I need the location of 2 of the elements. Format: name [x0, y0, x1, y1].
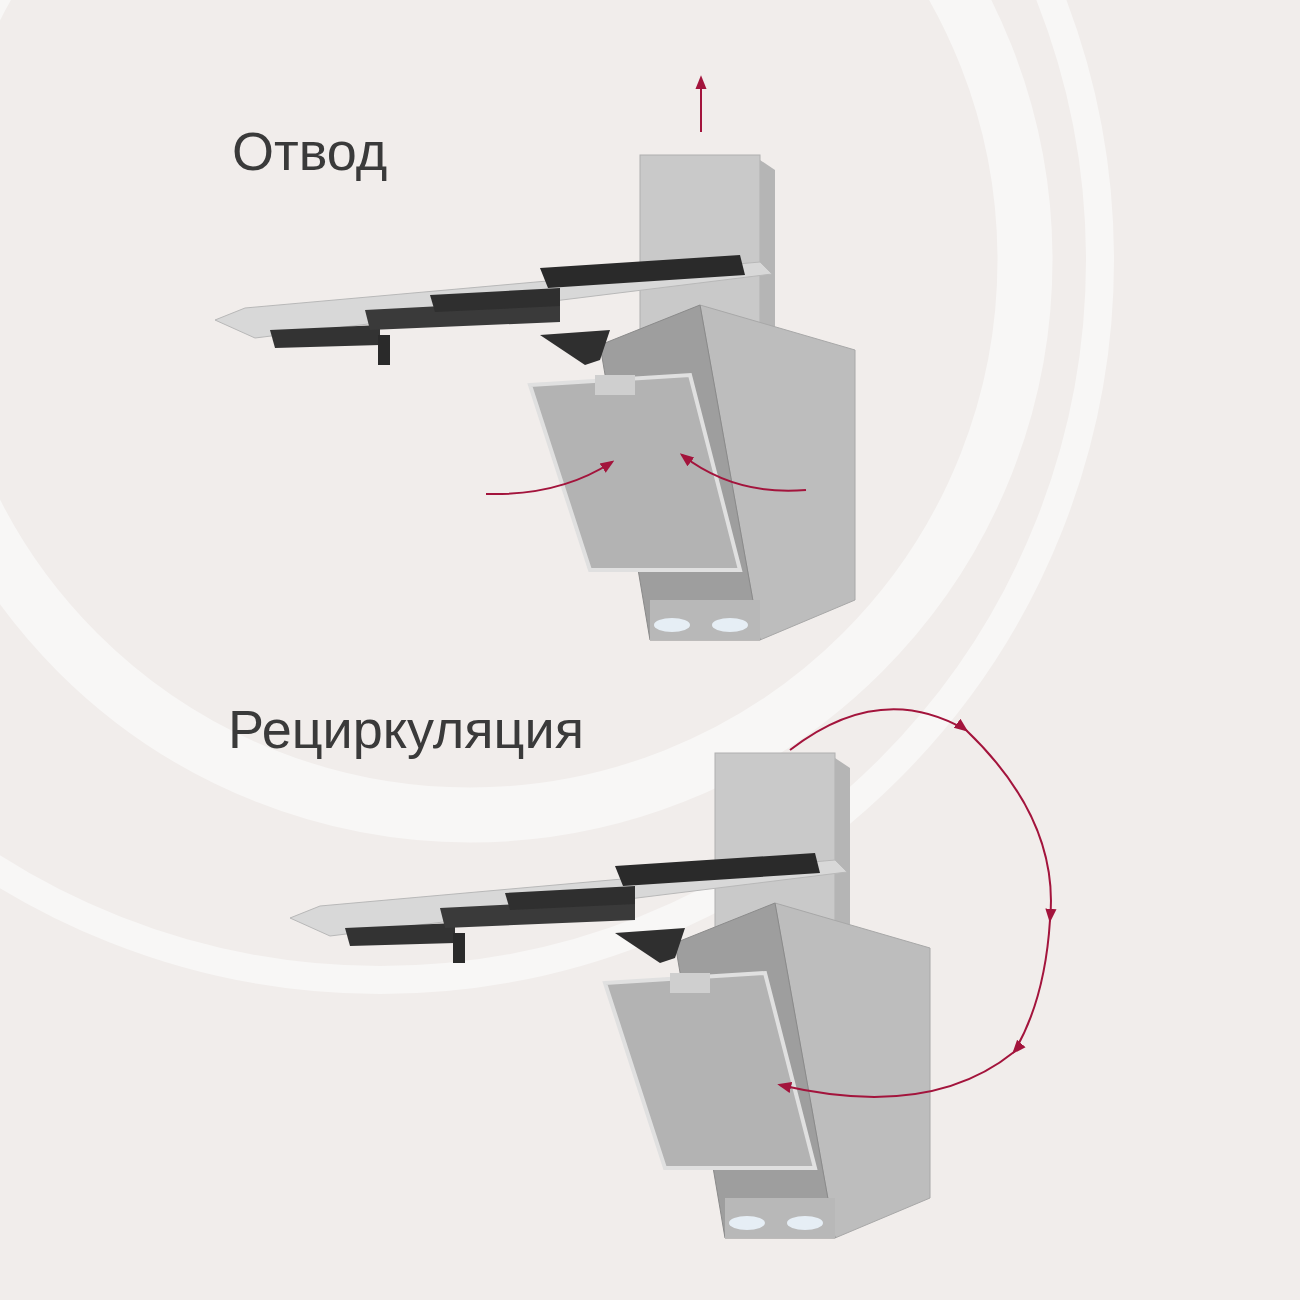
heading: Рециркуляция [228, 700, 584, 760]
heading: Отвод [232, 122, 388, 182]
